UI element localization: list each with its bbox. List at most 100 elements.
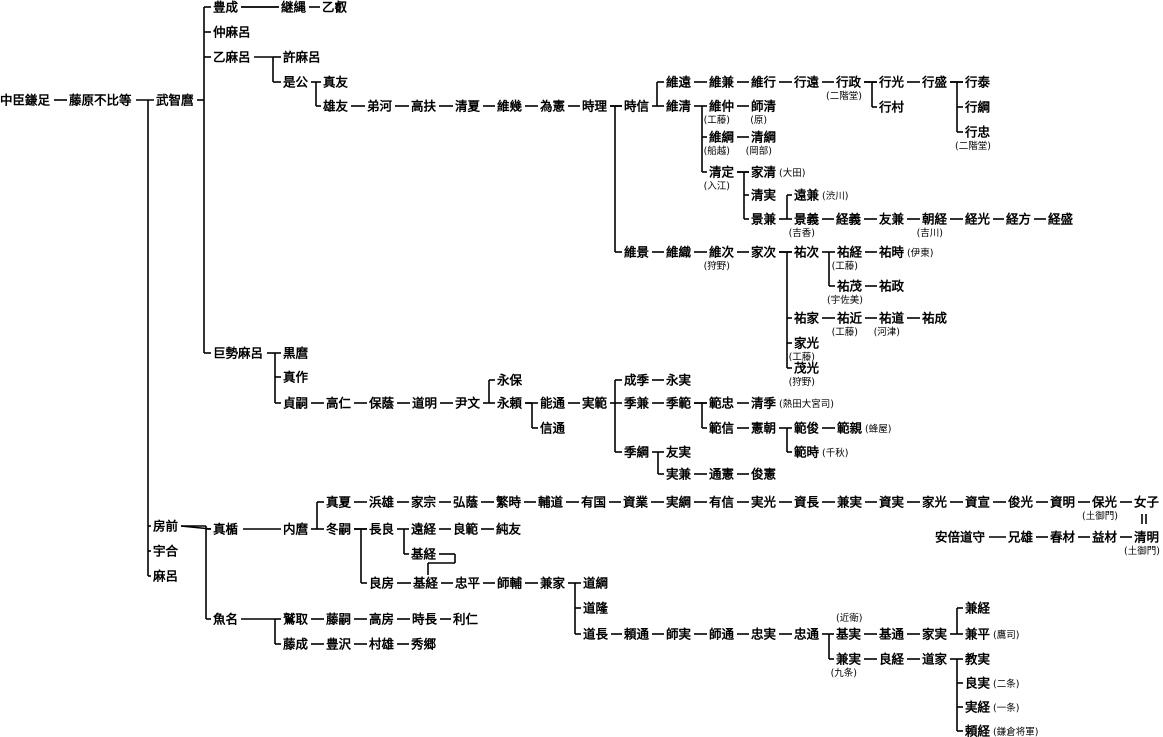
node-tomokane: 友兼 [878, 212, 905, 227]
node-kiyosada: 清定 [709, 165, 735, 180]
note-kageyoshi: (吉香) [789, 228, 815, 239]
node-abe: 安倍道守 [935, 530, 986, 545]
node-otomaro: 乙麻呂 [213, 50, 251, 65]
node-sukemasa: 祐政 [879, 279, 905, 294]
node-norichika: 範親 [837, 421, 863, 436]
node-sukeie: 祐家 [794, 311, 820, 326]
node-takafusa: 高扶 [411, 99, 437, 114]
node-nagazane: 永実 [665, 373, 692, 388]
node-murao: 村雄 [369, 637, 395, 652]
node-kageyoshi: 景義 [794, 212, 820, 227]
node-seimei: 清明 [1134, 530, 1159, 545]
note-korenaka: (工藤) [704, 114, 730, 126]
node-yoshizane: 良実 [965, 676, 991, 691]
node-takahito: 高仁 [326, 396, 352, 411]
node-koreori: 維織 [666, 245, 692, 260]
note-yasumitsu: (土御門) [1082, 510, 1118, 522]
node-tsunemori: 経盛 [1048, 212, 1074, 227]
node-korekage: 維景 [624, 245, 650, 260]
node-shigemitsu: 茂光 [794, 361, 820, 376]
node-yoshitsune: 良経 [879, 652, 905, 667]
node-nagara: 長良 [369, 522, 395, 537]
node-shigetoki: 繁時 [496, 495, 522, 510]
node-tsuneyoshi: 経義 [836, 212, 862, 227]
node-sukenari2: 資業 [623, 495, 649, 510]
node-koretsugu: 維次 [709, 245, 735, 260]
node-yukitada: 行忠 [964, 125, 991, 140]
node-mototsune2: 基経 [412, 576, 439, 591]
note-tomotsune: (吉川) [917, 228, 943, 239]
node-kaneie: 兼家 [540, 576, 566, 591]
node-koreki: 維幾 [497, 99, 523, 114]
node-kanehira: 兼平 [965, 627, 991, 642]
node-onnago: 女子 [1134, 495, 1160, 510]
node-kiyonatsu: 清夏 [455, 99, 481, 114]
node-hidesato: 秀郷 [410, 637, 437, 652]
node-sadatsugu: 貞嗣 [283, 396, 308, 411]
node-kanezane2: 兼実 [836, 652, 862, 667]
node-yoshifusa: 良房 [369, 576, 394, 591]
note-iemitsu: (工藤) [789, 351, 815, 363]
node-norimata: 範俊 [794, 421, 820, 436]
note-kanezane2: (九条) [831, 667, 857, 679]
node-yasunori: 保蔭 [368, 396, 395, 411]
node-sukemichi2: 輔道 [538, 495, 564, 510]
node-korekane: 維兼 [709, 75, 735, 90]
node-sukeshige: 祐茂 [837, 279, 863, 294]
note-suketsune: (工藤) [832, 260, 858, 272]
node-suketsune: 祐経 [837, 245, 863, 260]
node-koretoo: 維遠 [666, 75, 692, 90]
node-yoshinori: 良範 [453, 522, 479, 537]
note-noritoki: (千秋) [822, 447, 848, 459]
node-kanezane: 兼実 [837, 495, 863, 510]
node-tokinaga: 時長 [412, 612, 438, 627]
node-tadahira: 忠平 [455, 576, 481, 591]
node-nagayori: 永頼 [496, 396, 523, 411]
node-yoshimichi: 能通 [540, 396, 566, 411]
node-sanekane: 実兼 [666, 467, 692, 482]
node-tomozane: 友実 [665, 445, 692, 460]
node-yorimichi: 頼通 [623, 627, 650, 642]
node-michiaki: 道明 [412, 396, 437, 411]
node-otomo2: 雄友 [322, 99, 349, 114]
node-manatsu: 真夏 [326, 495, 352, 510]
node-tsunekata: 経方 [1006, 212, 1031, 227]
node-fuyutsugu: 冬嗣 [326, 522, 351, 537]
node-kanetsune: 兼経 [965, 601, 991, 616]
node-muchimaro: 武智麿 [156, 93, 194, 108]
node-suenori: 季範 [665, 396, 692, 411]
node-sanetsune: 実経 [965, 700, 991, 715]
note-kiyosue: (熱田大宮司) [779, 398, 834, 410]
node-fusasaki: 房前 [153, 519, 179, 534]
note-yukimasa: (二階堂) [826, 90, 862, 102]
node-toshihito: 利仁 [453, 612, 479, 627]
node-tokinobu: 時信 [624, 99, 650, 114]
node-kenchou: 憲朝 [750, 421, 776, 436]
node-yukitsuna: 行綱 [964, 100, 990, 115]
node-sukenaga: 資長 [794, 495, 820, 510]
node-kiyozane: 清実 [751, 188, 777, 203]
node-nobumichi: 信通 [540, 421, 566, 436]
node-matate: 真楯 [213, 522, 239, 537]
node-sanenori: 実範 [582, 396, 608, 411]
node-michinaga: 道長 [583, 627, 609, 642]
node-tadazane: 忠実 [751, 627, 777, 642]
node-harukimi: 春材 [1049, 530, 1076, 545]
note-seimei: (土御門) [1124, 545, 1160, 557]
node-suketoki: 祐時 [879, 245, 905, 260]
node-tomotada: 弟河 [367, 99, 393, 114]
node-hirokage: 弘蔭 [453, 495, 479, 510]
note-koretsuna: (船越) [704, 145, 730, 157]
node-nakamaro: 仲麻呂 [213, 25, 251, 40]
node-kamatari: 中臣鎌足 [0, 93, 51, 108]
node-michiie: 道家 [922, 652, 948, 667]
node-sukechika: 祐近 [837, 311, 863, 326]
note-iekiyo: (大田) [779, 167, 805, 179]
node-washitori: 鷲取 [283, 612, 309, 627]
node-michitsuna: 道綱 [583, 576, 608, 591]
node-masaku: 真作 [283, 370, 309, 385]
node-nagate: 内麿 [283, 522, 309, 537]
node-korekiyo: 維清 [666, 99, 692, 114]
node-morosuke: 師輔 [497, 576, 523, 591]
